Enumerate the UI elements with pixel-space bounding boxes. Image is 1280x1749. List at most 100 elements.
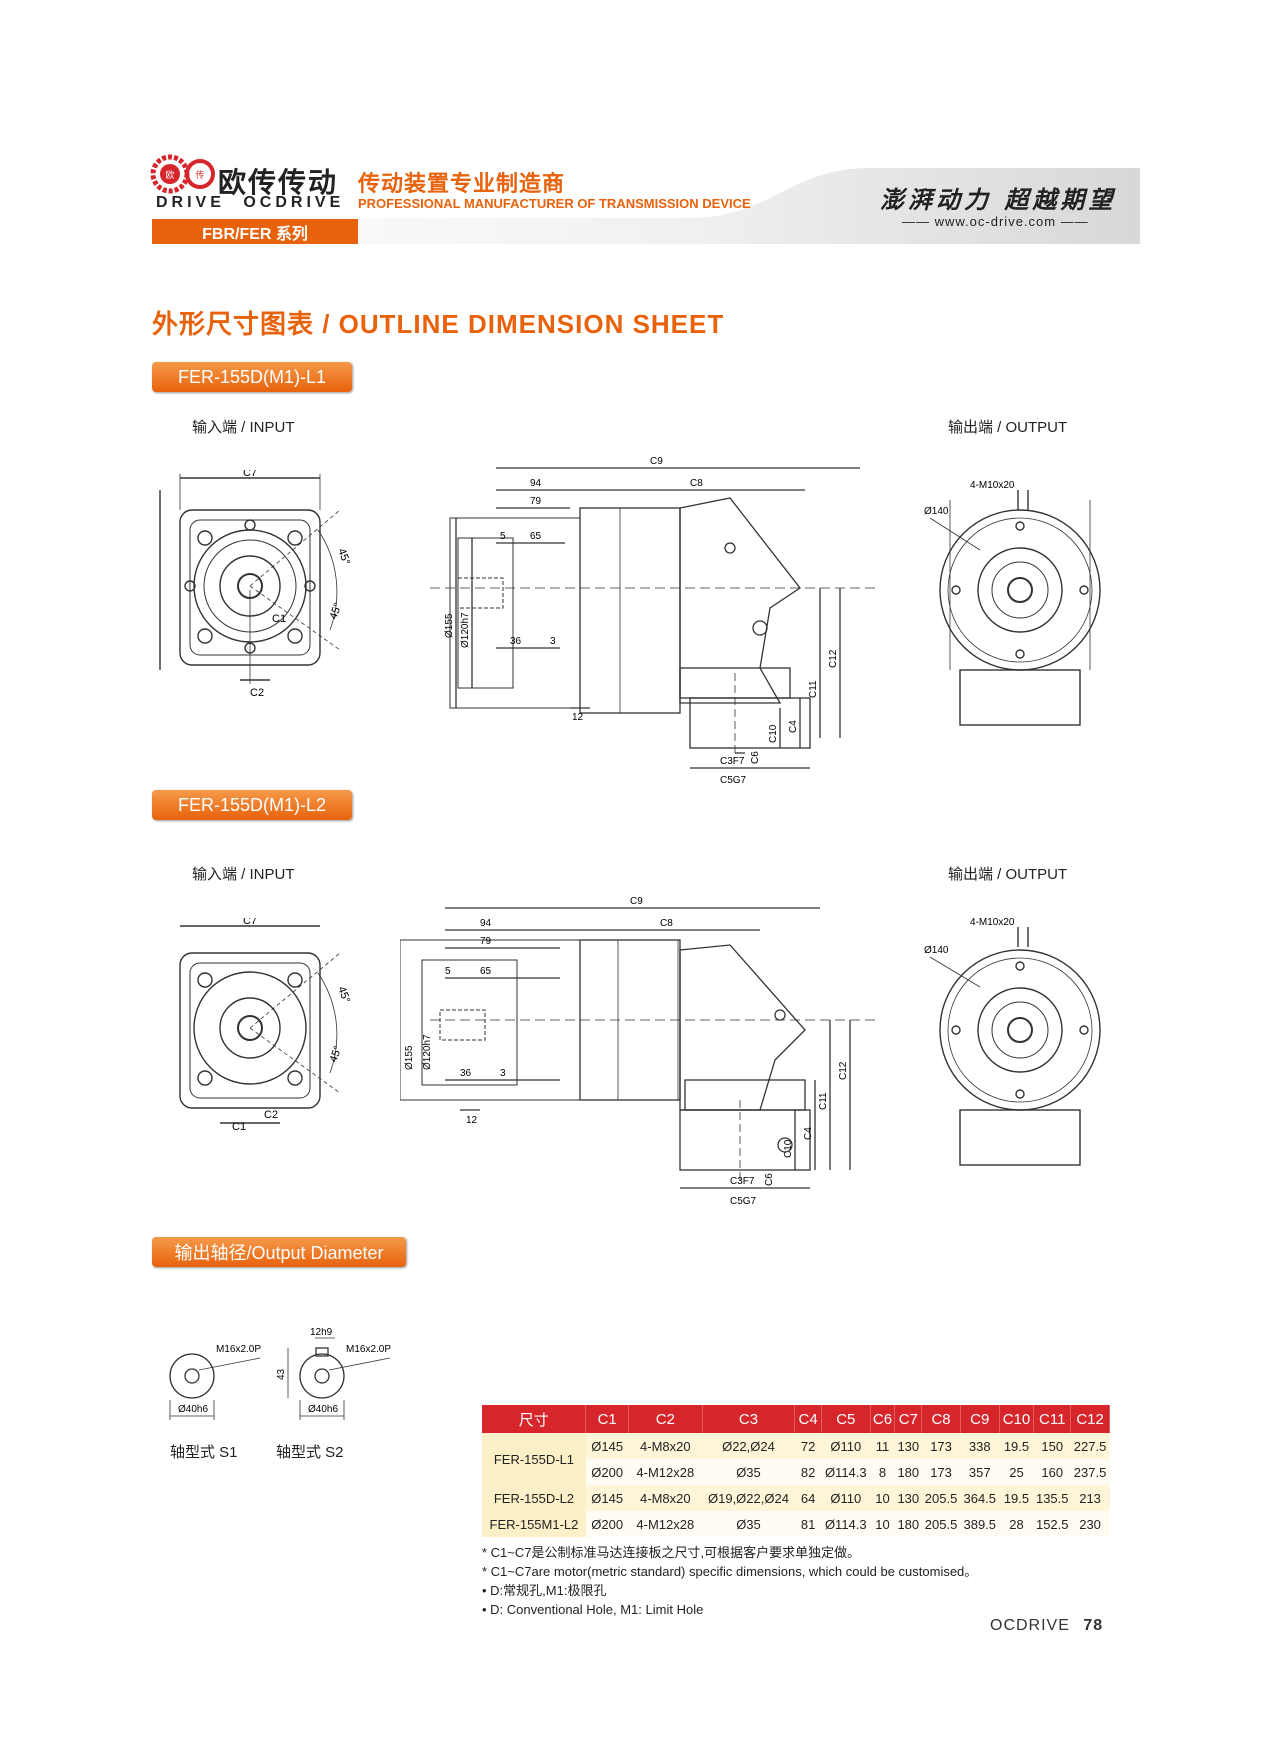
table-cell: 19.5	[999, 1433, 1034, 1459]
table-cell: 130	[894, 1433, 922, 1459]
table-cell: 237.5	[1070, 1459, 1110, 1485]
table-cell: 28	[999, 1511, 1034, 1537]
table-cell: 205.5	[921, 1511, 961, 1537]
table-header: C6	[870, 1405, 896, 1433]
l2-output-label: 输出端 / OUTPUT	[948, 866, 1068, 883]
l2-dim-c5: C5G7	[730, 1196, 757, 1207]
l2-dim-c12: C12	[838, 1061, 849, 1080]
table-cell: Ø22,Ø24	[702, 1433, 795, 1459]
table-cell: 338	[960, 1433, 1000, 1459]
table-cell: 8	[870, 1459, 895, 1485]
l2-dim-c10: C10	[783, 1139, 794, 1158]
l1-dim-c1: C1	[272, 613, 286, 625]
table-cell: 152.5	[1033, 1511, 1071, 1537]
l2-dim-c2: C2	[264, 1109, 278, 1121]
l2-dim-c8: C8	[660, 918, 673, 929]
l2-dim-c4: C4	[803, 1127, 814, 1140]
l1-dim-5: 5	[500, 531, 506, 542]
table-cell: 130	[894, 1485, 922, 1511]
table-cell: Ø110	[821, 1433, 871, 1459]
table-header: C9	[960, 1405, 1000, 1433]
l2-dim-12: 12	[466, 1115, 478, 1126]
footer-brand: OCDRIVE	[990, 1617, 1070, 1634]
l1-input-label: 输入端 / INPUT	[192, 419, 295, 436]
note-line: • D: Conventional Hole, M1: Limit Hole	[482, 1602, 704, 1617]
table-cell: 180	[894, 1511, 922, 1537]
l1-angle-top: 45°	[335, 547, 352, 567]
l2-dim-c11: C11	[818, 1092, 829, 1110]
l1-output-view: 4-M10x20 Ø140	[924, 480, 1101, 726]
table-cell: 10	[870, 1511, 895, 1537]
table-cell: 25	[999, 1459, 1034, 1485]
l1-dim-79: 79	[530, 496, 542, 507]
notes: * C1~C7是公制标准马达连接板之尺寸,可根据客户要求单独定做。 * C1~C…	[482, 1543, 977, 1619]
table-cell: 4-M8x20	[628, 1433, 703, 1459]
l1-dim-94: 94	[530, 478, 542, 489]
table-cell: 160	[1033, 1459, 1071, 1485]
table-cell: 82	[794, 1459, 822, 1485]
table-cell: 205.5	[921, 1485, 961, 1511]
table-cell: 213	[1070, 1485, 1110, 1511]
table-cell: 135.5	[1033, 1485, 1071, 1511]
l2-dim-36: 36	[460, 1068, 472, 1079]
table-cell: Ø200	[585, 1511, 629, 1537]
page-number: 78	[1083, 1617, 1104, 1634]
table-cell: Ø110	[821, 1485, 871, 1511]
s1-dia: Ø40h6	[178, 1404, 208, 1415]
page-title: 外形尺寸图表 / OUTLINE DIMENSION SHEET	[152, 309, 725, 339]
l2-input-label: 输入端 / INPUT	[192, 866, 295, 883]
table-header: C10	[999, 1405, 1035, 1433]
brand-name-cn: 欧传传动	[218, 167, 339, 198]
l1-dim-c7: C7	[243, 470, 257, 479]
table-cell-model: FER-155M1-L2	[482, 1511, 586, 1537]
l2-side-view: C9 94 C8 79 5 65 36 3 12 Ø155 Ø120h7 C12…	[400, 896, 880, 1207]
series-badge: FBR/FER 系列	[152, 219, 358, 244]
l1-dim-c4: C4	[788, 720, 799, 733]
l2-dim-5: 5	[445, 966, 451, 977]
l2-dim-holes: 4-M10x20	[970, 917, 1015, 928]
table-cell: 357	[960, 1459, 1000, 1485]
table-cell: Ø145	[585, 1433, 629, 1459]
l2-dim-65: 65	[480, 966, 492, 977]
l1-side-view: C9 94 C8 79 5 65 36 3 12 Ø155 Ø120h7 C12…	[430, 456, 880, 786]
l2-dim-dia120: Ø120h7	[422, 1034, 433, 1070]
table-cell: 173	[921, 1433, 961, 1459]
l1-dim-c12: C12	[828, 649, 839, 668]
table-cell: 19.5	[999, 1485, 1034, 1511]
website: —— www.oc-drive.com ——	[902, 214, 1089, 229]
table-header: C2	[628, 1405, 703, 1433]
tagline-cn: 传动装置专业制造商	[358, 171, 566, 196]
note-line: * C1~C7are motor(metric standard) specif…	[482, 1564, 978, 1579]
l1-dim-12: 12	[572, 712, 584, 723]
table-row: FER-155D-L2 Ø145 4-M8x20 Ø19,Ø22,Ø24 64 …	[482, 1485, 1110, 1511]
spec-table: 尺寸 C1 C2 C3 C4 C5 C6 C7 C8 C9 C10 C11 C1…	[482, 1405, 1110, 1537]
l2-dim-3: 3	[500, 1068, 506, 1079]
l2-dim-c6: C6	[764, 1173, 775, 1186]
table-header: C1	[585, 1405, 629, 1433]
l1-angle-bottom: 45°	[328, 601, 345, 621]
table-header-row: 尺寸 C1 C2 C3 C4 C5 C6 C7 C8 C9 C10 C11 C1…	[482, 1405, 1110, 1433]
table-cell: 173	[921, 1459, 961, 1485]
table-row: FER-155M1-L2 Ø200 4-M12x28 Ø35 81 Ø114.3…	[482, 1511, 1110, 1537]
svg-text:传: 传	[195, 169, 204, 180]
l1-dim-c2: C2	[250, 687, 264, 699]
l1-dim-36: 36	[510, 636, 522, 647]
table-cell: 10	[870, 1485, 895, 1511]
table-header: C7	[894, 1405, 923, 1433]
table-header: C4	[794, 1405, 822, 1433]
l1-dim-c9: C9	[650, 456, 663, 467]
table-cell: 364.5	[960, 1485, 1000, 1511]
tagline-en: PROFESSIONAL MANUFACTURER OF TRANSMISSIO…	[358, 196, 751, 211]
table-cell: 180	[894, 1459, 922, 1485]
table-header: C8	[921, 1405, 961, 1433]
note-line: • D:常规孔,M1:极限孔	[482, 1583, 607, 1598]
l1-output-label: 输出端 / OUTPUT	[948, 419, 1068, 436]
table-header: C5	[821, 1405, 871, 1433]
l2-angle-bottom: 45°	[328, 1044, 345, 1064]
l1-dim-dia120: Ø120h7	[460, 612, 471, 648]
table-cell: 81	[794, 1511, 822, 1537]
table-cell: 230	[1070, 1511, 1110, 1537]
table-cell: Ø35	[702, 1511, 795, 1537]
l1-dim-dia140: Ø140	[924, 506, 949, 517]
l1-dim-holes: 4-M10x20	[970, 480, 1015, 491]
